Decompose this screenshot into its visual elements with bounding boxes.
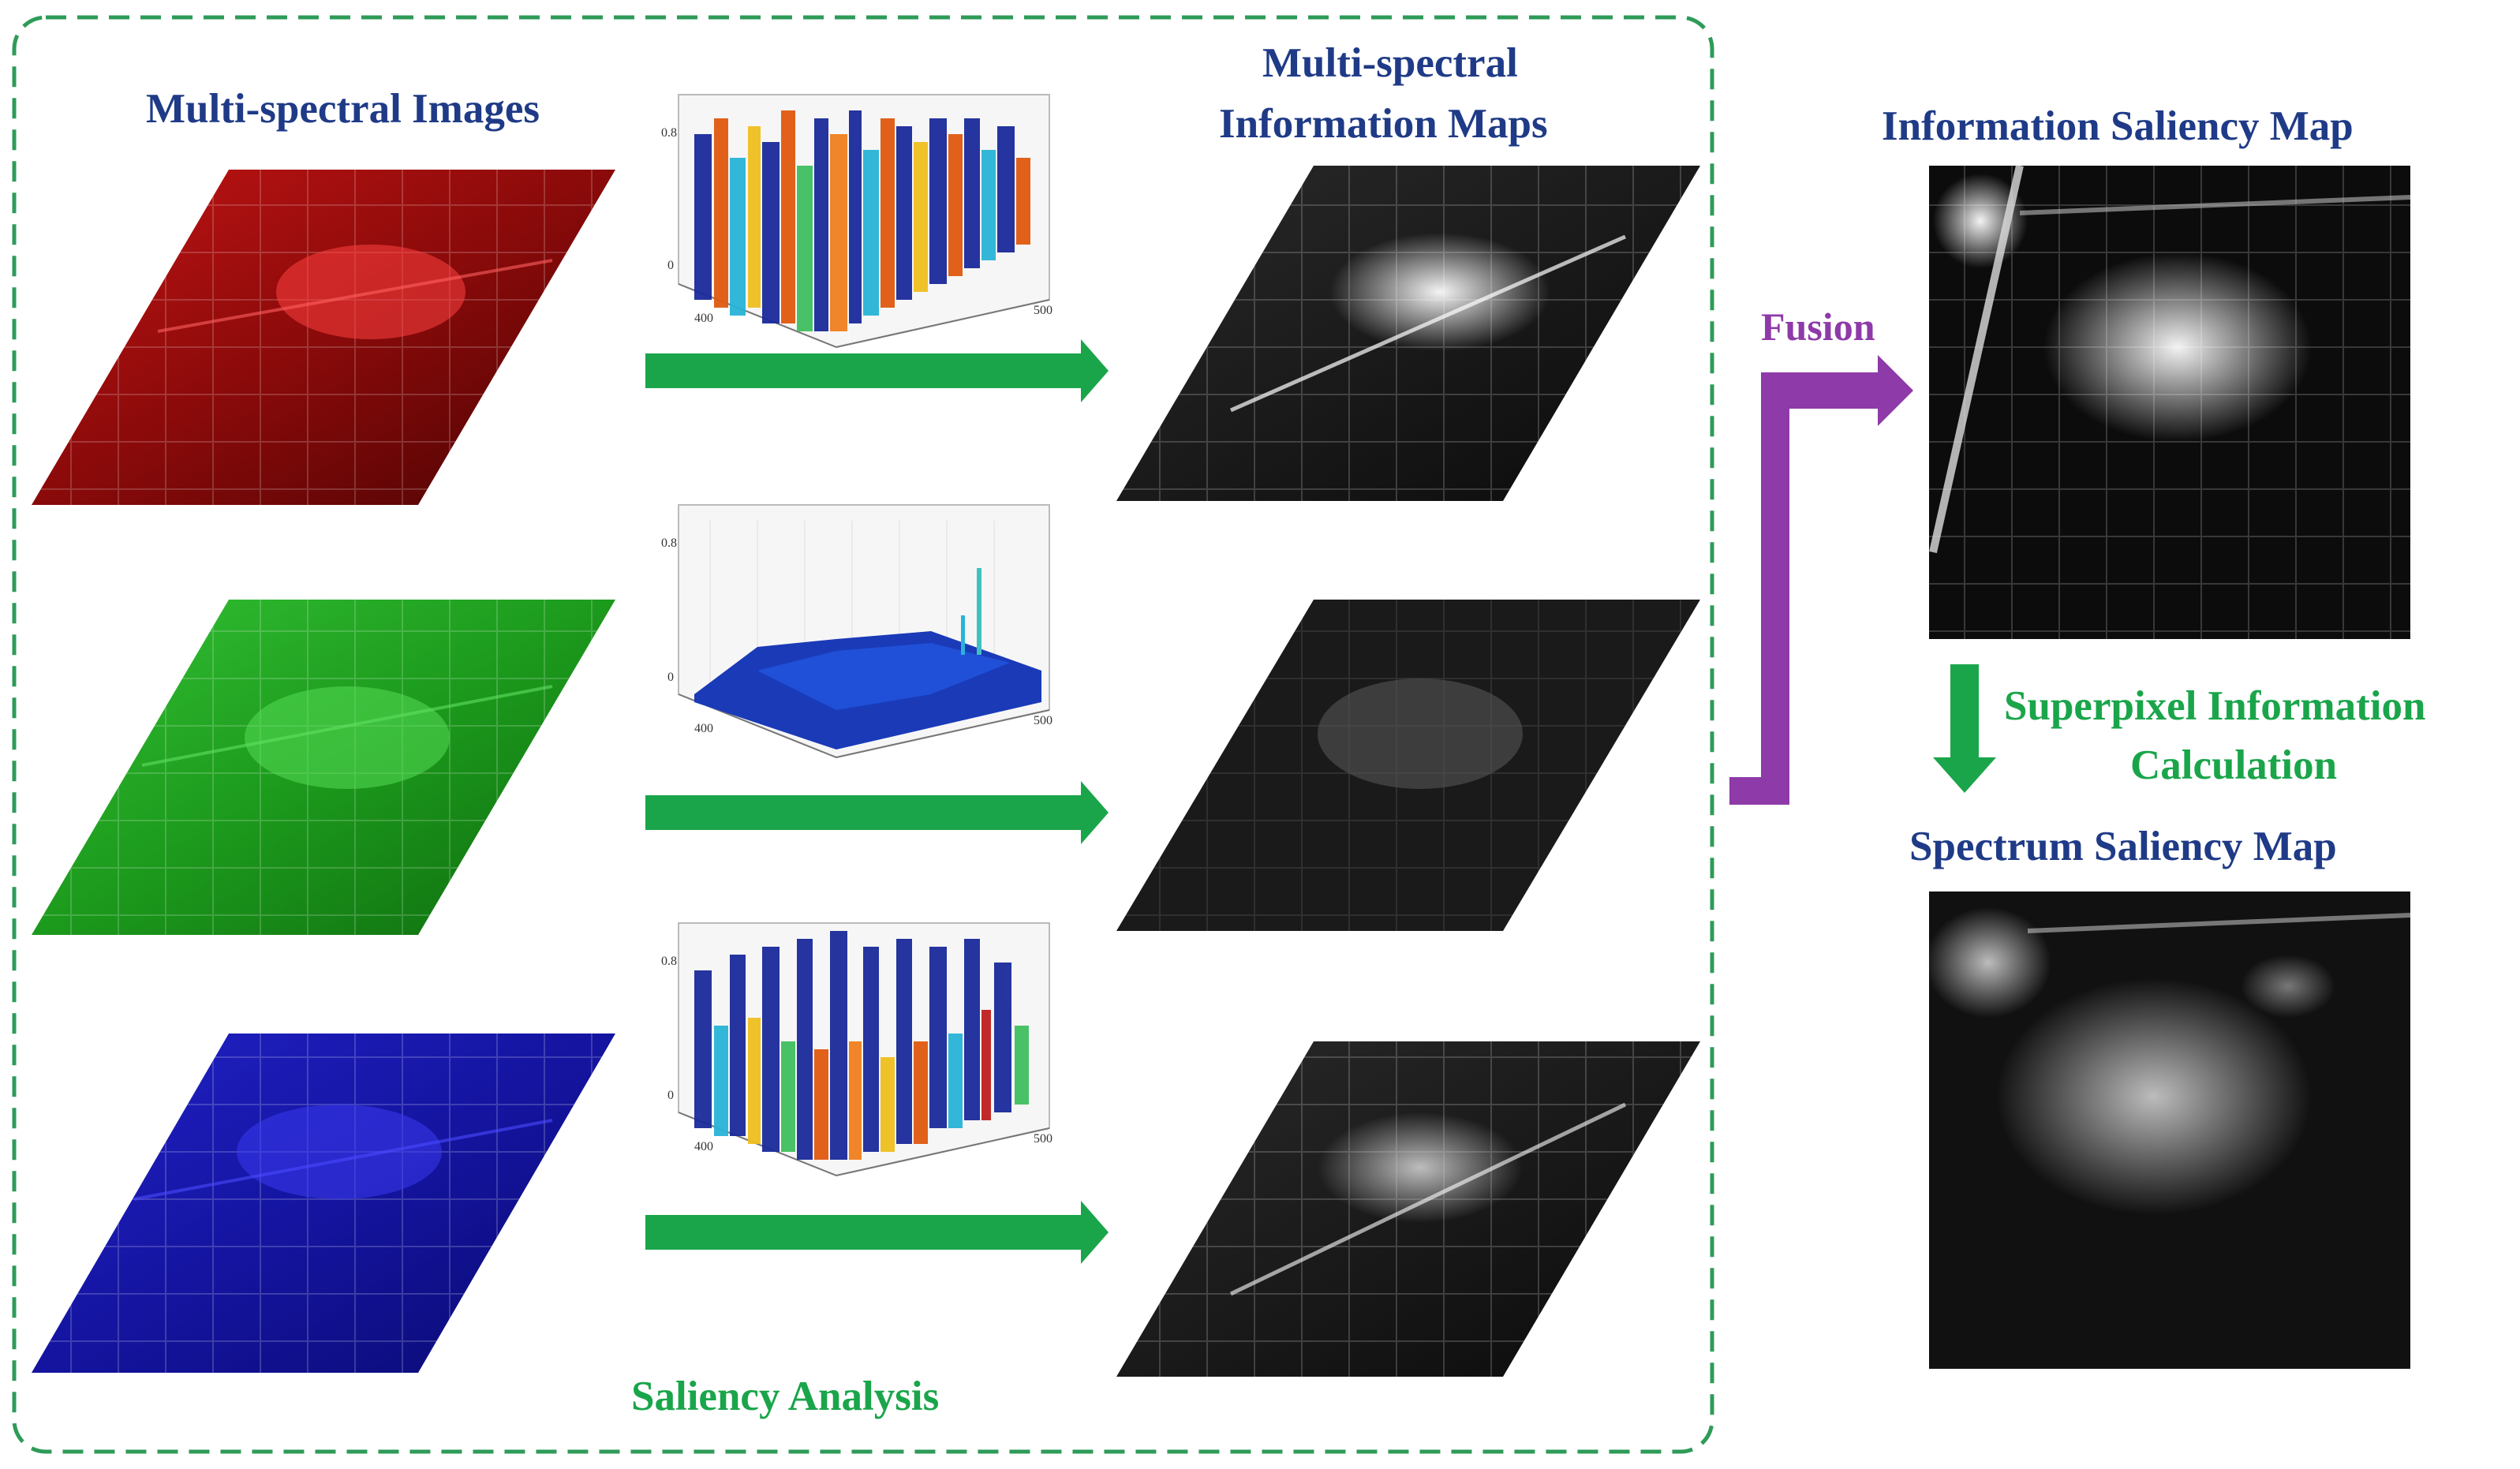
red-band-image bbox=[32, 170, 615, 505]
superpixel-label-line1: Superpixel Information bbox=[2004, 683, 2426, 729]
plot2-ztick-zero: 0 bbox=[667, 671, 674, 684]
plot1-ztick-top: 0.8 bbox=[661, 126, 677, 140]
superpixel-arrow bbox=[1933, 664, 1996, 793]
plot3-xtick-left: 400 bbox=[694, 1140, 713, 1153]
superpixel-label-line2: Calculation bbox=[2130, 742, 2338, 788]
information-map-1 bbox=[1116, 166, 1700, 501]
info-maps-title-line2: Information Maps bbox=[1219, 101, 1548, 147]
information-map-2 bbox=[1116, 600, 1700, 931]
saliency-analysis-group-box bbox=[12, 15, 1714, 1454]
plot1-xtick-right: 500 bbox=[1034, 304, 1052, 317]
saliency-arrow-1 bbox=[645, 339, 1109, 402]
plot1-ztick-zero: 0 bbox=[667, 259, 674, 272]
information-saliency-map-title: Information Saliency Map bbox=[1882, 103, 2354, 149]
plot3-ztick-zero: 0 bbox=[667, 1089, 674, 1102]
plot3-ztick-top: 0.8 bbox=[661, 955, 677, 968]
green-band-image bbox=[32, 600, 615, 935]
spectrum-saliency-map-title: Spectrum Saliency Map bbox=[1909, 824, 2337, 869]
multi-spectral-images-title: Multi-spectral Images bbox=[146, 86, 540, 132]
fusion-label: Fusion bbox=[1761, 305, 1875, 349]
spectrum-saliency-map-image bbox=[1925, 891, 2411, 1369]
plot3-xtick-right: 500 bbox=[1034, 1132, 1052, 1146]
saliency-arrow-3 bbox=[645, 1201, 1109, 1264]
saliency-3d-plot-2 bbox=[678, 504, 1050, 759]
saliency-3d-plot-1 bbox=[678, 94, 1050, 349]
saliency-analysis-label: Saliency Analysis bbox=[631, 1374, 940, 1419]
plot2-xtick-left: 400 bbox=[694, 722, 713, 735]
plot2-xtick-right: 500 bbox=[1034, 714, 1052, 727]
saliency-3d-plot-3 bbox=[678, 922, 1050, 1177]
plot2-ztick-top: 0.8 bbox=[661, 536, 677, 550]
saliency-arrow-2 bbox=[645, 781, 1109, 844]
information-saliency-map-image bbox=[1929, 164, 2411, 639]
info-maps-title-line1: Multi-spectral bbox=[1262, 40, 1518, 86]
blue-band-image bbox=[32, 1034, 615, 1373]
plot1-xtick-left: 400 bbox=[694, 312, 713, 325]
information-map-3 bbox=[1116, 1041, 1700, 1377]
fusion-arrow bbox=[1729, 355, 1913, 805]
